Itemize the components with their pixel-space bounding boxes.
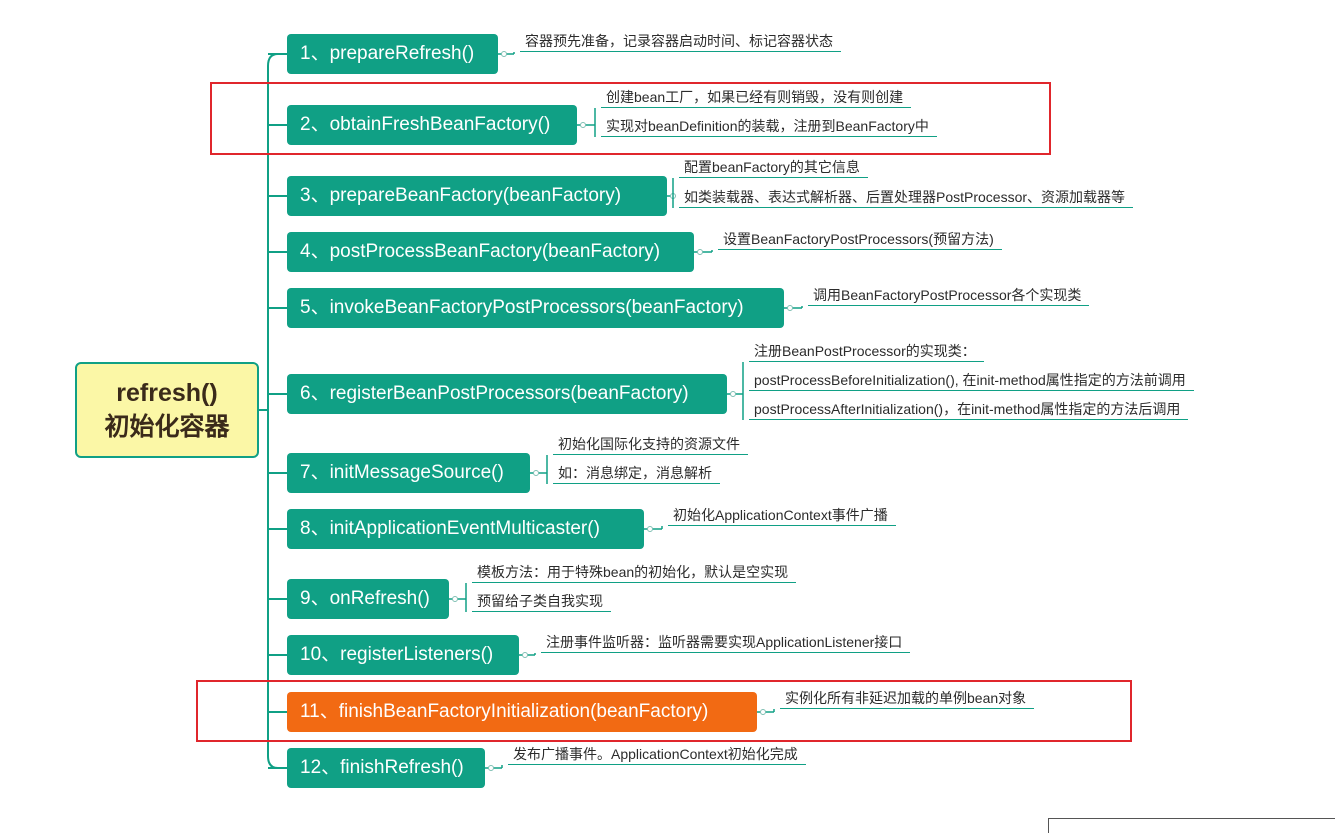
step-9-note-1: 模板方法：用于特殊bean的初始化，默认是空实现 — [472, 562, 797, 583]
step-node-10: 10、registerListeners() — [287, 635, 519, 675]
collapse-dot-5 — [787, 305, 793, 311]
collapse-dot-7 — [533, 470, 539, 476]
step-node-1: 1、prepareRefresh() — [287, 34, 498, 74]
step-node-2: 2、obtainFreshBeanFactory() — [287, 105, 577, 145]
step-11-note-1: 实例化所有非延迟加载的单例bean对象 — [780, 688, 1035, 709]
step-4-note-1: 设置BeanFactoryPostProcessors(预留方法) — [718, 229, 1002, 250]
collapse-dot-2 — [580, 122, 586, 128]
collapse-dot-11 — [760, 709, 766, 715]
step-6-note-2: postProcessBeforeInitialization(), 在init… — [749, 370, 1194, 391]
step-node-4: 4、postProcessBeanFactory(beanFactory) — [287, 232, 694, 272]
root-subtitle: 初始化容器 — [104, 413, 230, 441]
step-node-6: 6、registerBeanPostProcessors(beanFactory… — [287, 374, 727, 414]
step-1-note-1: 容器预先准备，记录容器启动时间、标记容器状态 — [520, 31, 841, 52]
collapse-dot-12 — [488, 765, 494, 771]
collapse-dot-1 — [501, 51, 507, 57]
collapse-dot-8 — [647, 526, 653, 532]
step-8-note-1: 初始化ApplicationContext事件广播 — [668, 505, 896, 526]
step-6-note-3: postProcessAfterInitialization()，在init-m… — [749, 399, 1189, 420]
trunk-line — [267, 53, 279, 769]
root-title: refresh() — [116, 379, 218, 407]
highlight-frame-step-2 — [210, 82, 1051, 155]
step-12-note-1: 发布广播事件。ApplicationContext初始化完成 — [508, 744, 806, 765]
root-node: refresh() 初始化容器 — [75, 362, 259, 458]
step-7-note-1: 初始化国际化支持的资源文件 — [553, 434, 748, 455]
step-3-note-2: 如类装载器、表达式解析器、后置处理器PostProcessor、资源加载器等 — [679, 187, 1134, 208]
step-5-note-1: 调用BeanFactoryPostProcessor各个实现类 — [808, 285, 1090, 306]
highlight-frame-step-11 — [196, 680, 1132, 742]
step-node-7: 7、initMessageSource() — [287, 453, 530, 493]
step-node-3: 3、prepareBeanFactory(beanFactory) — [287, 176, 667, 216]
collapse-dot-9 — [452, 596, 458, 602]
collapse-dot-6 — [730, 391, 736, 397]
step-node-5: 5、invokeBeanFactoryPostProcessors(beanFa… — [287, 288, 784, 328]
step-node-11: 11、finishBeanFactoryInitialization(beanF… — [287, 692, 757, 732]
step-node-9: 9、onRefresh() — [287, 579, 449, 619]
step-6-note-1: 注册BeanPostProcessor的实现类： — [749, 341, 984, 362]
step-2-note-1: 创建bean工厂，如果已经有则销毁，没有则创建 — [601, 87, 912, 108]
collapse-dot-4 — [697, 249, 703, 255]
step-7-note-2: 如：消息绑定，消息解析 — [553, 463, 720, 484]
step-9-note-2: 预留给子类自我实现 — [472, 591, 611, 612]
step-node-8: 8、initApplicationEventMulticaster() — [287, 509, 644, 549]
collapse-dot-10 — [522, 652, 528, 658]
step-3-note-1: 配置beanFactory的其它信息 — [679, 157, 868, 178]
step-10-note-1: 注册事件监听器：监听器需要实现ApplicationListener接口 — [541, 632, 911, 653]
step-node-12: 12、finishRefresh() — [287, 748, 485, 788]
step-2-note-2: 实现对beanDefinition的装载，注册到BeanFactory中 — [601, 116, 937, 137]
watermark-box — [1048, 818, 1335, 833]
